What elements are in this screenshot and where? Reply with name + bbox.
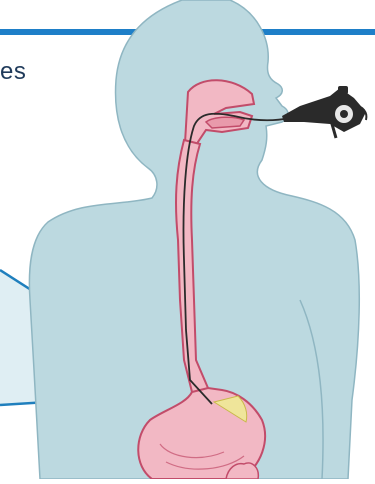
- header-partial-text: es: [0, 58, 26, 86]
- tongue: [206, 117, 244, 128]
- endoscope-device-icon: [282, 86, 366, 138]
